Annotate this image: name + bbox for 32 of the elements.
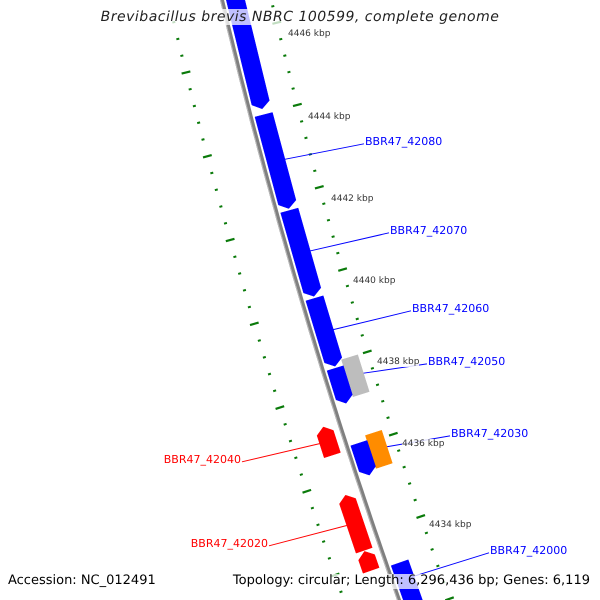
tick-label: 4434 kbp (429, 520, 472, 530)
leader-line (310, 232, 390, 252)
leader-line (242, 443, 320, 462)
leader-line (332, 310, 412, 330)
gene-label: BBR47_42040 (164, 454, 241, 466)
gene-feature (326, 366, 353, 404)
gene-label: BBR47_42060 (412, 302, 490, 316)
gene-label: BBR47_42020 (190, 538, 268, 550)
tick-label: 4440 kbp (353, 276, 396, 286)
tick-label: 4436 kbp (402, 439, 444, 450)
accession-text: Accession: NC_012491 (8, 574, 156, 589)
gene-feature (254, 112, 296, 209)
gene-feature (350, 440, 376, 476)
gene-label: BBR47_42030 (451, 428, 528, 440)
gene-label: BBR47_42070 (390, 224, 468, 238)
tick-label: 4444 kbp (308, 112, 350, 122)
tick-label: 4446 kbp (288, 29, 330, 40)
gene-bar (341, 354, 370, 397)
gene-bar (365, 430, 393, 469)
gene-feature (316, 426, 341, 458)
tick-label: 4442 kbp (331, 194, 374, 204)
leader-line (284, 143, 364, 160)
gene-feature (339, 494, 372, 554)
genome-stats-text: Topology: circular; Length: 6,296,436 bp; Genes: 6,119 (232, 574, 590, 589)
gene-feature (280, 208, 322, 297)
gene-label: BBR47_42080 (365, 136, 442, 148)
leader-line (268, 525, 348, 546)
tick-label: 4438 kbp (377, 357, 420, 368)
gene-feature (306, 296, 342, 366)
gene-label: BBR47_42050 (428, 356, 506, 368)
gene-label: BBR47_42000 (490, 544, 568, 558)
gene-feature (358, 551, 380, 574)
